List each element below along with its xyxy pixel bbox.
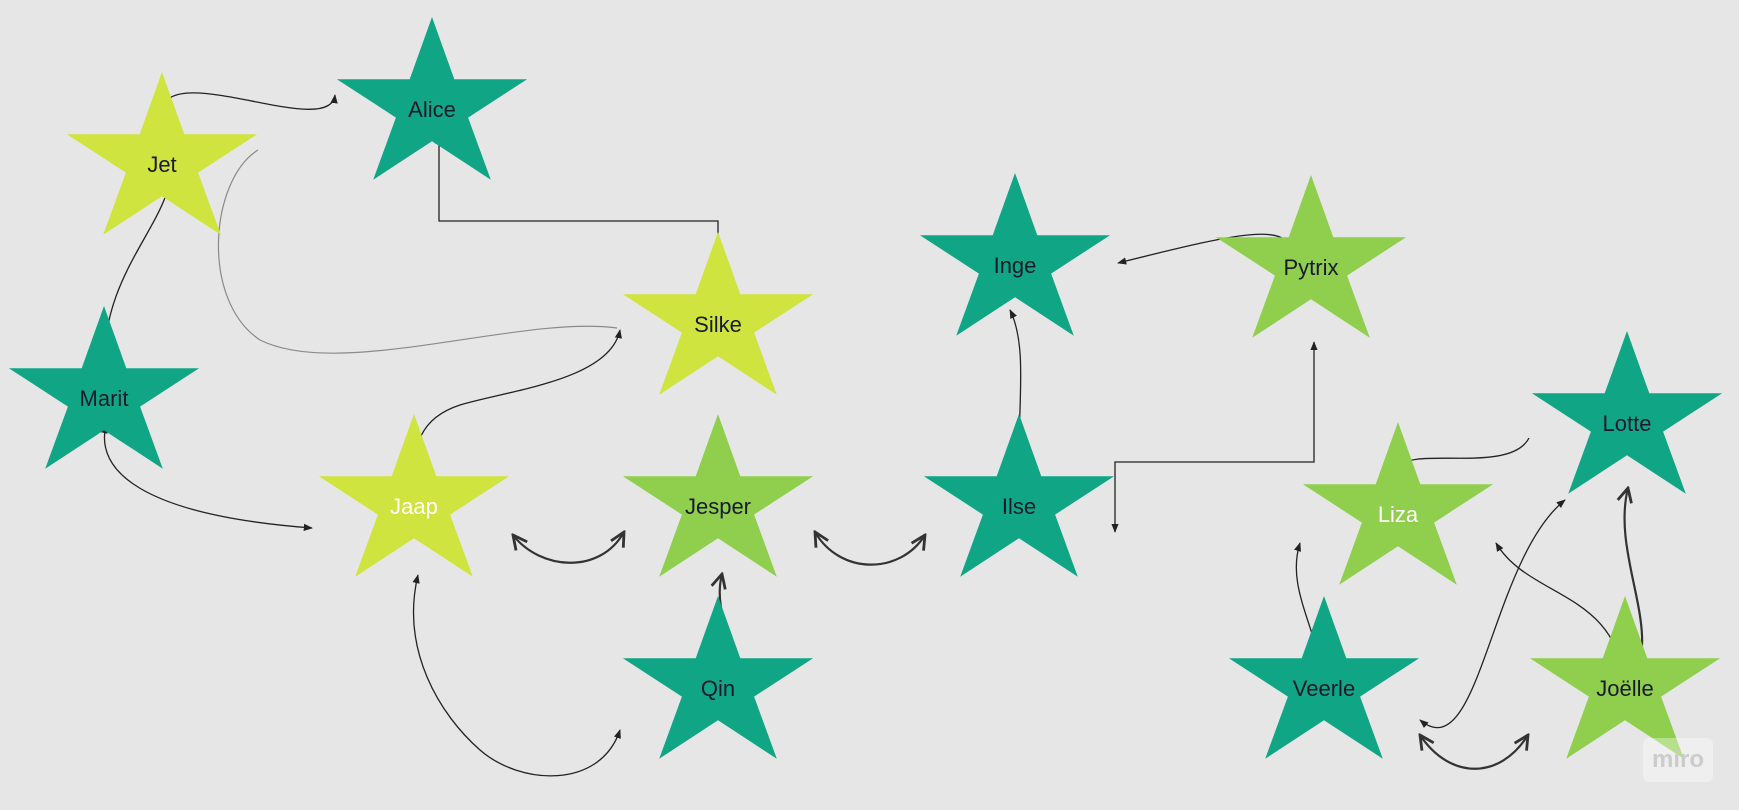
node-label-veerle: Veerle bbox=[1293, 676, 1355, 701]
node-label-jet: Jet bbox=[147, 152, 176, 177]
edge-jet-alice[interactable] bbox=[159, 92, 338, 111]
node-label-jesper: Jesper bbox=[685, 494, 751, 519]
node-label-silke: Silke bbox=[694, 312, 742, 337]
star-node-marit[interactable]: Marit bbox=[8, 306, 200, 469]
node-label-inge: Inge bbox=[994, 253, 1037, 278]
star-node-qin[interactable]: Qin bbox=[622, 596, 814, 759]
star-shape bbox=[1215, 175, 1407, 338]
node-label-marit: Marit bbox=[80, 386, 129, 411]
star-node-alice[interactable]: Alice bbox=[336, 17, 528, 180]
star-node-lotte[interactable]: Lotte bbox=[1531, 331, 1723, 494]
node-label-ilse: Ilse bbox=[1002, 494, 1036, 519]
star-shape bbox=[66, 72, 258, 235]
star-shape bbox=[1531, 331, 1723, 494]
star-shape bbox=[1529, 596, 1721, 759]
star-shape bbox=[622, 232, 814, 395]
node-label-pytrix: Pytrix bbox=[1284, 255, 1339, 280]
edge-jesper-ilse[interactable] bbox=[815, 532, 925, 566]
edge-jet-silke[interactable] bbox=[217, 149, 618, 354]
edge-ilse-pytrix[interactable] bbox=[1111, 341, 1318, 533]
edge-marit-jaap[interactable] bbox=[100, 424, 313, 532]
star-shape bbox=[318, 414, 510, 577]
edge-veerle-lotte[interactable] bbox=[1419, 499, 1566, 729]
node-label-jaap: Jaap bbox=[390, 494, 438, 519]
node-label-joelle: Joëlle bbox=[1596, 676, 1653, 701]
miro-watermark: miro bbox=[1643, 738, 1713, 782]
star-node-silke[interactable]: Silke bbox=[622, 232, 814, 395]
star-shape bbox=[622, 414, 814, 577]
star-shape bbox=[1302, 422, 1494, 585]
edges-layer bbox=[100, 92, 1644, 777]
star-shape bbox=[919, 173, 1111, 336]
edge-jaap-jesper[interactable] bbox=[513, 532, 624, 564]
star-node-jaap[interactable]: Jaap bbox=[318, 414, 510, 577]
star-shape bbox=[923, 414, 1115, 577]
edge-silke-jaap[interactable] bbox=[410, 329, 622, 491]
star-node-pytrix[interactable]: Pytrix bbox=[1215, 175, 1407, 338]
star-node-joelle[interactable]: Joëlle bbox=[1529, 596, 1721, 759]
node-label-qin: Qin bbox=[701, 676, 735, 701]
star-shape bbox=[1228, 596, 1420, 759]
node-label-alice: Alice bbox=[408, 97, 456, 122]
star-shape bbox=[8, 306, 200, 469]
star-node-jesper[interactable]: Jesper bbox=[622, 414, 814, 577]
star-node-liza[interactable]: Liza bbox=[1302, 422, 1494, 585]
edge-veerle-joelle[interactable] bbox=[1420, 735, 1528, 770]
node-label-liza: Liza bbox=[1378, 502, 1419, 527]
node-label-lotte: Lotte bbox=[1603, 411, 1652, 436]
edge-qin-jaap[interactable] bbox=[412, 574, 621, 777]
star-node-inge[interactable]: Inge bbox=[919, 173, 1111, 336]
star-node-veerle[interactable]: Veerle bbox=[1228, 596, 1420, 759]
star-node-jet[interactable]: Jet bbox=[66, 72, 258, 235]
star-node-ilse[interactable]: Ilse bbox=[923, 414, 1115, 577]
star-shape bbox=[336, 17, 528, 180]
star-shape bbox=[622, 596, 814, 759]
